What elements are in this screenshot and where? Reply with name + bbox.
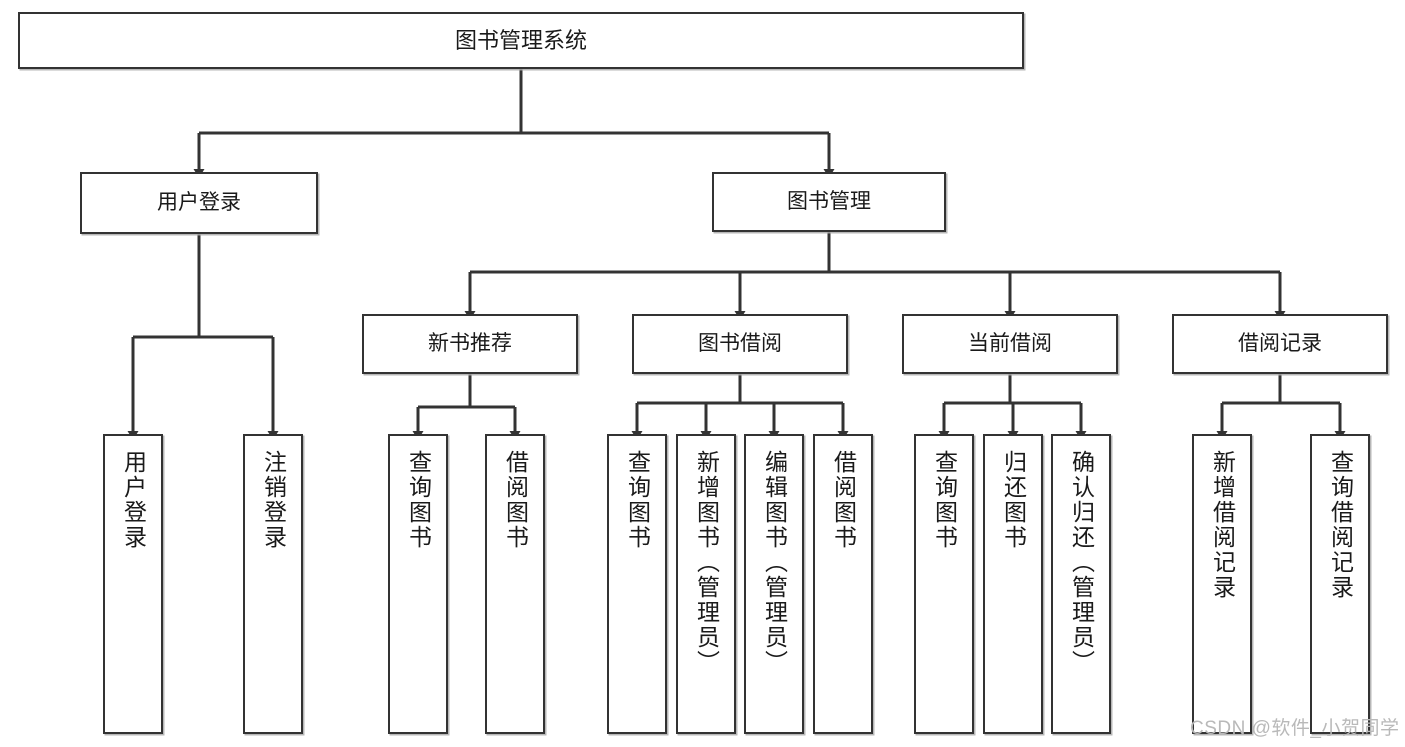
node-records-2: 查询借阅记录 bbox=[1310, 434, 1370, 734]
node-label: 新书推荐 bbox=[428, 331, 512, 355]
watermark: CSDN @软件_小贺同学 bbox=[1190, 718, 1400, 739]
node-label: 编辑图书（管理员） bbox=[761, 450, 788, 675]
node-label: 新增图书（管理员） bbox=[693, 450, 720, 675]
node-label: 查询图书 bbox=[405, 450, 432, 550]
node-label: 图书管理 bbox=[787, 189, 871, 213]
node-borrow-4: 借阅图书 bbox=[813, 434, 873, 734]
node-label: 确认归还（管理员） bbox=[1068, 450, 1095, 675]
node-label: 图书管理系统 bbox=[454, 27, 587, 53]
node-current-2: 归还图书 bbox=[983, 434, 1043, 734]
node-label: 新增借阅记录 bbox=[1209, 450, 1236, 600]
node-newbook-2: 借阅图书 bbox=[485, 434, 545, 734]
node-label: 借阅图书 bbox=[830, 450, 857, 550]
node-label: 借阅记录 bbox=[1238, 331, 1322, 355]
node-bookmgmt: 图书管理 bbox=[712, 172, 946, 232]
node-label: 图书借阅 bbox=[698, 331, 782, 355]
node-label: 用户登录 bbox=[157, 190, 241, 214]
node-login-1: 用户登录 bbox=[103, 434, 163, 734]
node-borrow-1: 查询图书 bbox=[607, 434, 667, 734]
node-login-2: 注销登录 bbox=[243, 434, 303, 734]
node-root: 图书管理系统 bbox=[18, 12, 1024, 69]
node-newbook-1: 查询图书 bbox=[388, 434, 448, 734]
node-newbook: 新书推荐 bbox=[362, 314, 578, 374]
node-borrow: 图书借阅 bbox=[632, 314, 848, 374]
node-login: 用户登录 bbox=[80, 172, 318, 234]
node-current: 当前借阅 bbox=[902, 314, 1118, 374]
node-current-3: 确认归还（管理员） bbox=[1051, 434, 1111, 734]
node-label: 归还图书 bbox=[1000, 450, 1027, 550]
node-borrow-2: 新增图书（管理员） bbox=[676, 434, 736, 734]
node-records: 借阅记录 bbox=[1172, 314, 1388, 374]
node-label: 用户登录 bbox=[120, 450, 147, 550]
node-label: 查询图书 bbox=[624, 450, 651, 550]
node-label: 借阅图书 bbox=[502, 450, 529, 550]
node-current-1: 查询图书 bbox=[914, 434, 974, 734]
node-label: 查询借阅记录 bbox=[1327, 450, 1354, 600]
node-records-1: 新增借阅记录 bbox=[1192, 434, 1252, 734]
node-label: 当前借阅 bbox=[968, 331, 1052, 355]
node-borrow-3: 编辑图书（管理员） bbox=[744, 434, 804, 734]
node-label: 注销登录 bbox=[260, 450, 287, 550]
node-label: 查询图书 bbox=[931, 450, 958, 550]
